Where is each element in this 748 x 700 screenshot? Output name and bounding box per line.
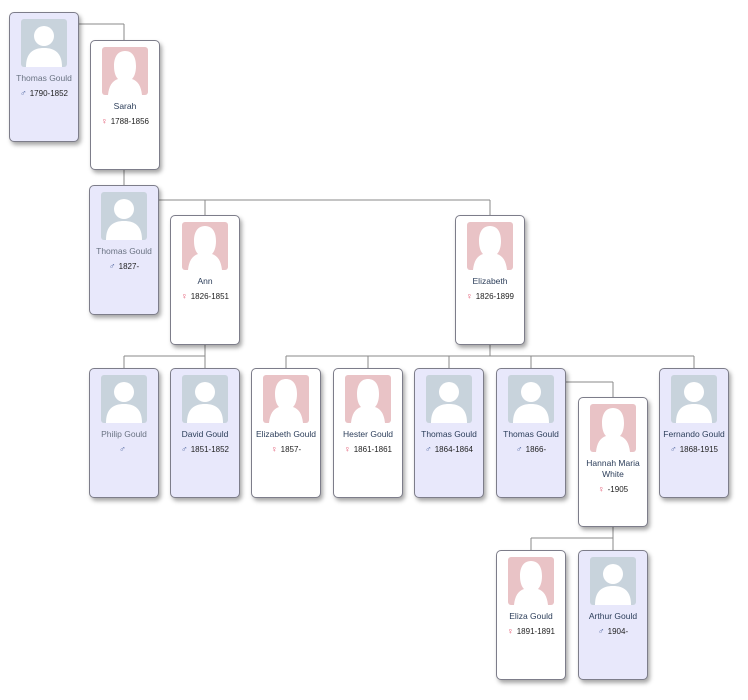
person-name: Elizabeth Gould xyxy=(255,429,316,439)
lifespan: ♀1788-1856 xyxy=(93,116,157,127)
lifespan-years: 1790-1852 xyxy=(29,89,68,98)
person-name: Thomas Gould xyxy=(421,429,477,439)
lifespan: ♂1790-1852 xyxy=(12,88,76,99)
lifespan: ♂1904- xyxy=(581,626,645,637)
person-card-p12[interactable]: Hannah Maria White ♀-1905 xyxy=(578,397,648,527)
lifespan: ♂1851-1852 xyxy=(173,444,237,455)
person-name: Thomas Gould xyxy=(96,246,152,256)
male-symbol-icon: ♂ xyxy=(515,444,523,454)
person-card-p15[interactable]: Arthur Gould ♂1904- xyxy=(578,550,648,680)
male-silhouette-icon xyxy=(101,375,147,423)
lifespan: ♀1891-1891 xyxy=(499,626,563,637)
lifespan-years: -1905 xyxy=(607,485,629,494)
lifespan-years: 1891-1891 xyxy=(516,627,555,636)
lifespan: ♀1857- xyxy=(254,444,318,455)
female-symbol-icon: ♀ xyxy=(465,291,473,301)
female-symbol-icon: ♀ xyxy=(180,291,188,301)
lifespan: ♂1864-1864 xyxy=(417,444,481,455)
person-card-p14[interactable]: Eliza Gould ♀1891-1891 xyxy=(496,550,566,680)
person-name: Sarah xyxy=(113,101,137,111)
person-name: Ann xyxy=(197,276,213,286)
lifespan: ♀1861-1861 xyxy=(336,444,400,455)
lifespan-years: 1861-1861 xyxy=(353,445,392,454)
female-symbol-icon: ♀ xyxy=(597,484,605,494)
person-card-p6[interactable]: Philip Gould ♂ xyxy=(89,368,159,498)
male-silhouette-icon xyxy=(182,375,228,423)
male-symbol-icon: ♂ xyxy=(424,444,432,454)
person-card-p8[interactable]: Elizabeth Gould ♀1857- xyxy=(251,368,321,498)
person-card-p3[interactable]: Thomas Gould ♂1827- xyxy=(89,185,159,315)
person-name: Eliza Gould xyxy=(509,611,553,621)
lifespan: ♀1826-1899 xyxy=(458,291,522,302)
person-name: Elizabeth xyxy=(472,276,508,286)
person-name: Hannah Maria White xyxy=(586,458,640,479)
female-silhouette-icon xyxy=(590,404,636,452)
lifespan: ♀1826-1851 xyxy=(173,291,237,302)
female-symbol-icon: ♀ xyxy=(100,116,108,126)
person-card-p13[interactable]: Fernando Gould ♂1868-1915 xyxy=(659,368,729,498)
lifespan: ♂1866- xyxy=(499,444,563,455)
lifespan-years: 1904- xyxy=(607,627,629,636)
person-card-p4[interactable]: Ann ♀1826-1851 xyxy=(170,215,240,345)
male-symbol-icon: ♂ xyxy=(19,88,27,98)
person-card-p7[interactable]: David Gould ♂1851-1852 xyxy=(170,368,240,498)
person-name: Thomas Gould xyxy=(503,429,559,439)
lifespan: ♂ xyxy=(92,444,156,455)
person-name: Hester Gould xyxy=(342,429,394,439)
person-card-p10[interactable]: Thomas Gould ♂1864-1864 xyxy=(414,368,484,498)
person-card-p9[interactable]: Hester Gould ♀1861-1861 xyxy=(333,368,403,498)
lifespan-years: 1868-1915 xyxy=(679,445,718,454)
female-symbol-icon: ♀ xyxy=(343,444,351,454)
lifespan-years: 1826-1899 xyxy=(475,292,514,301)
female-silhouette-icon xyxy=(508,557,554,605)
lifespan-years: 1826-1851 xyxy=(190,292,229,301)
lifespan-years: 1866- xyxy=(525,445,547,454)
male-silhouette-icon xyxy=(671,375,717,423)
female-silhouette-icon xyxy=(182,222,228,270)
person-name: David Gould xyxy=(181,429,229,439)
female-silhouette-icon xyxy=(467,222,513,270)
person-name: Philip Gould xyxy=(101,429,147,439)
lifespan: ♀-1905 xyxy=(581,484,645,495)
lifespan: ♂1868-1915 xyxy=(662,444,726,455)
person-card-p5[interactable]: Elizabeth ♀1826-1899 xyxy=(455,215,525,345)
female-symbol-icon: ♀ xyxy=(270,444,278,454)
lifespan-years: 1788-1856 xyxy=(110,117,149,126)
lifespan: ♂1827- xyxy=(92,261,156,272)
male-symbol-icon: ♂ xyxy=(180,444,188,454)
person-card-p2[interactable]: Sarah ♀1788-1856 xyxy=(90,40,160,170)
male-symbol-icon: ♂ xyxy=(108,261,116,271)
male-symbol-icon: ♂ xyxy=(597,626,605,636)
male-symbol-icon: ♂ xyxy=(669,444,677,454)
female-silhouette-icon xyxy=(263,375,309,423)
lifespan-years: 1864-1864 xyxy=(434,445,473,454)
person-name: Thomas Gould xyxy=(16,73,72,83)
lifespan-years: 1827- xyxy=(118,262,140,271)
male-silhouette-icon xyxy=(101,192,147,240)
person-name: Fernando Gould xyxy=(663,429,725,439)
female-symbol-icon: ♀ xyxy=(506,626,514,636)
female-silhouette-icon xyxy=(102,47,148,95)
person-card-p11[interactable]: Thomas Gould ♂1866- xyxy=(496,368,566,498)
lifespan-years: 1851-1852 xyxy=(190,445,229,454)
female-silhouette-icon xyxy=(345,375,391,423)
person-card-p1[interactable]: Thomas Gould ♂1790-1852 xyxy=(9,12,79,142)
male-silhouette-icon xyxy=(590,557,636,605)
lifespan-years: 1857- xyxy=(280,445,302,454)
male-silhouette-icon xyxy=(21,19,67,67)
male-symbol-icon: ♂ xyxy=(119,444,126,454)
male-silhouette-icon xyxy=(508,375,554,423)
male-silhouette-icon xyxy=(426,375,472,423)
person-name: Arthur Gould xyxy=(588,611,638,621)
